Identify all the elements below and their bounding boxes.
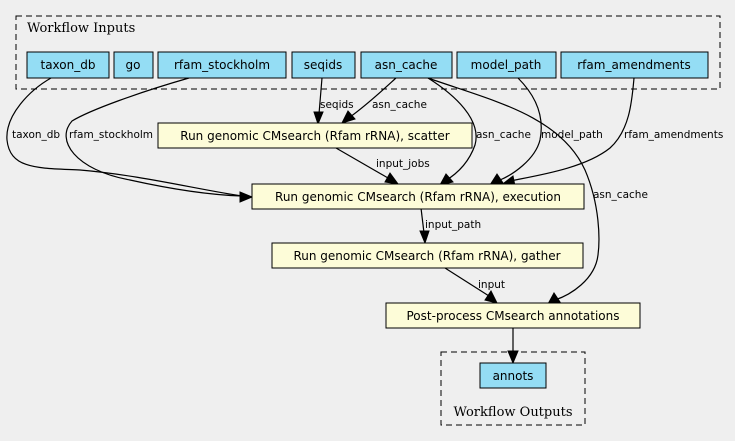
input-label-taxon_db: taxon_db xyxy=(41,58,96,72)
output-label-annots: annots xyxy=(493,369,534,383)
edge-label-asn_cache-execution: asn_cache xyxy=(476,129,531,141)
edge-label-asn_cache-scatter: asn_cache xyxy=(372,99,427,111)
outputs-cluster-label: Workflow Outputs xyxy=(454,405,573,420)
input-node-rfam_amendments[interactable]: rfam_amendments xyxy=(560,51,709,79)
edge-gather-postprocess xyxy=(444,267,490,297)
input-label-seqids: seqids xyxy=(304,58,342,72)
input-node-go[interactable]: go xyxy=(113,51,154,79)
edge-asn_cache-scatter xyxy=(349,77,397,118)
edge-label-input_path: input_path xyxy=(425,219,481,231)
edge-seqids-scatter xyxy=(318,77,323,115)
edge-label-asn_cache-postprocess: asn_cache xyxy=(593,189,648,201)
edge-label-rfam_stockholm: rfam_stockholm xyxy=(69,129,153,141)
input-label-model_path: model_path xyxy=(471,58,542,72)
edge-label-seqids: seqids xyxy=(320,99,354,111)
step-node-scatter[interactable]: Run genomic CMsearch (Rfam rRNA), scatte… xyxy=(157,122,473,149)
edge-label-taxon_db: taxon_db xyxy=(12,129,60,141)
edge-label-model_path: model_path xyxy=(541,129,603,141)
edge-label-input: input xyxy=(478,279,505,291)
arrowhead-annots xyxy=(507,350,519,365)
step-label-gather: Run genomic CMsearch (Rfam rRNA), gather xyxy=(293,249,560,263)
arrowhead-gather xyxy=(419,230,430,245)
input-label-go: go xyxy=(126,58,141,72)
inputs-cluster-border xyxy=(15,15,721,90)
input-node-taxon_db[interactable]: taxon_db xyxy=(26,51,110,79)
arrowhead-execution-asn xyxy=(439,173,454,186)
arrowhead-scatter-seqids xyxy=(313,111,324,126)
arrowhead-execution-left xyxy=(239,191,254,203)
step-label-postprocess: Post-process CMsearch annotations xyxy=(407,309,620,323)
input-node-model_path[interactable]: model_path xyxy=(456,51,557,79)
step-node-postprocess[interactable]: Post-process CMsearch annotations xyxy=(385,302,641,329)
step-label-scatter: Run genomic CMsearch (Rfam rRNA), scatte… xyxy=(180,129,449,143)
arrowhead-scatter-asn xyxy=(341,110,356,124)
edge-model_path-execution xyxy=(499,77,542,181)
input-label-rfam_stockholm: rfam_stockholm xyxy=(174,58,270,72)
edge-label-input_jobs: input_jobs xyxy=(376,158,430,170)
edge-asn_cache-execution xyxy=(427,77,477,182)
input-node-rfam_stockholm[interactable]: rfam_stockholm xyxy=(157,51,287,79)
step-label-execution: Run genomic CMsearch (Rfam rRNA), execut… xyxy=(275,190,561,204)
edge-taxon_db-execution xyxy=(6,77,243,197)
edges: taxon_db rfam_stockholm seqids asn_cache… xyxy=(6,77,723,365)
input-node-seqids[interactable]: seqids xyxy=(291,51,356,79)
input-label-rfam_amendments: rfam_amendments xyxy=(577,58,690,72)
edge-rfam_amendments-execution xyxy=(509,77,635,182)
workflow-inputs-cluster: Workflow Inputs xyxy=(15,15,721,90)
input-node-asn_cache[interactable]: asn_cache xyxy=(360,51,453,79)
edge-rfam_stockholm-execution xyxy=(65,77,243,197)
input-label-asn_cache: asn_cache xyxy=(375,58,438,72)
arrowhead-postprocess-gather xyxy=(484,290,498,304)
edge-asn_cache-postprocess xyxy=(427,77,600,301)
output-node-annots[interactable]: annots xyxy=(479,362,547,389)
arrowhead-execution-scatter xyxy=(384,172,400,185)
edge-execution-gather xyxy=(420,207,425,234)
inputs-cluster-label: Workflow Inputs xyxy=(27,21,135,36)
arrowhead-execution-model xyxy=(488,173,504,186)
step-node-gather[interactable]: Run genomic CMsearch (Rfam rRNA), gather xyxy=(271,242,584,269)
edge-scatter-execution xyxy=(335,147,389,179)
step-node-execution[interactable]: Run genomic CMsearch (Rfam rRNA), execut… xyxy=(251,183,585,210)
edge-label-rfam_amendments: rfam_amendments xyxy=(624,129,723,141)
arrowhead-postprocess-asn xyxy=(547,292,561,305)
